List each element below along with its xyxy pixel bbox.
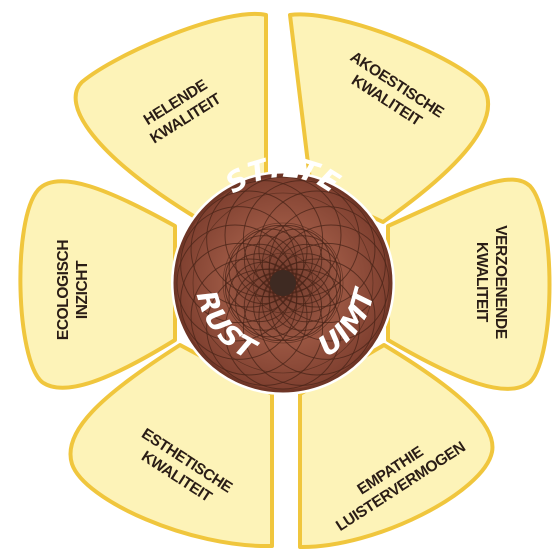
petal-ecologisch <box>18 179 177 390</box>
petal-empathie <box>298 343 495 550</box>
petal-helende <box>73 11 268 222</box>
mandala-ring <box>222 222 344 344</box>
verzoenende-line-2: KWALITEIT <box>473 242 490 323</box>
petal-akoestische <box>288 12 491 224</box>
petal-esthetische <box>68 343 274 549</box>
mandala-circle <box>261 228 331 298</box>
mandala-circle <box>190 258 308 376</box>
verzoenende-line-1: VERZOENENDE <box>492 225 509 339</box>
label-verzoenende: VERZOENENDE KWALITEIT <box>473 225 509 339</box>
ecologisch-line-1: ECOLOGISCH <box>55 240 72 340</box>
mandala-ring <box>252 252 314 314</box>
mandala-circle <box>258 258 376 376</box>
ecologisch-line-2: INZICHT <box>74 260 91 319</box>
mandala-circle <box>190 190 308 308</box>
mandala-circle <box>258 190 376 308</box>
petals <box>18 11 552 550</box>
mandala-circle <box>268 235 338 305</box>
mandala-circle <box>235 228 305 298</box>
label-ecologisch: ECOLOGISCH INZICHT <box>55 240 91 340</box>
mandala-circle <box>228 261 298 331</box>
mandala-ring <box>192 192 374 374</box>
petal-verzoenende <box>386 177 552 391</box>
center-core <box>270 270 296 296</box>
center-disc <box>171 171 395 395</box>
mandala-pattern <box>176 176 390 390</box>
